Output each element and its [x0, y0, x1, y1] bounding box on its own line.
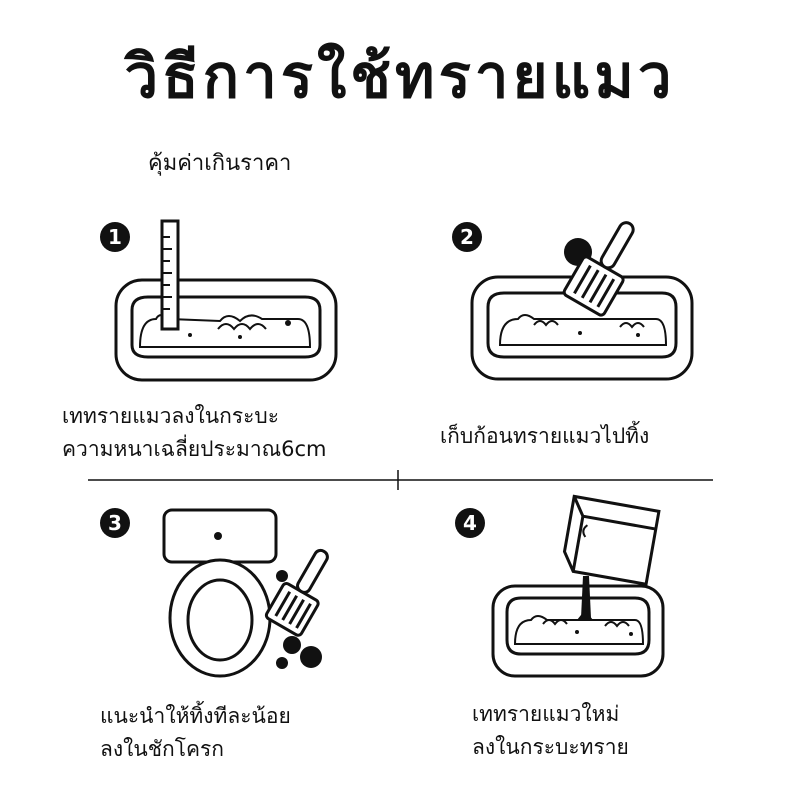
litter-box-with-scoop-icon: [470, 221, 694, 381]
step-3-caption: แนะนำให้ทิ้งทีละน้อย ลงในชักโครก: [100, 704, 291, 761]
page-subtitle: คุ้มค่าเกินราคา: [148, 151, 292, 176]
step-1-caption: เททรายแมวลงในกระบะ ความหนาเฉลี่ยประมาณ6c…: [62, 404, 327, 461]
toilet-with-scoop-icon: [162, 508, 329, 678]
step-2-caption: เก็บก้อนทรายแมวไปทิ้ง: [440, 424, 650, 448]
step-2-badge: 2: [452, 222, 482, 252]
page-title: วิธีการใช้ทรายแมว: [124, 42, 676, 112]
pouring-litter-box-icon: [491, 494, 665, 678]
section-divider: [88, 470, 713, 490]
litter-box-with-ruler-icon: [114, 219, 338, 382]
step-4-badge: 4: [455, 508, 485, 538]
step-4-caption: เททรายแมวใหม่ ลงในกระบะทราย: [472, 702, 629, 759]
step-3-badge: 3: [100, 508, 130, 538]
step-1-badge: 1: [100, 222, 130, 252]
